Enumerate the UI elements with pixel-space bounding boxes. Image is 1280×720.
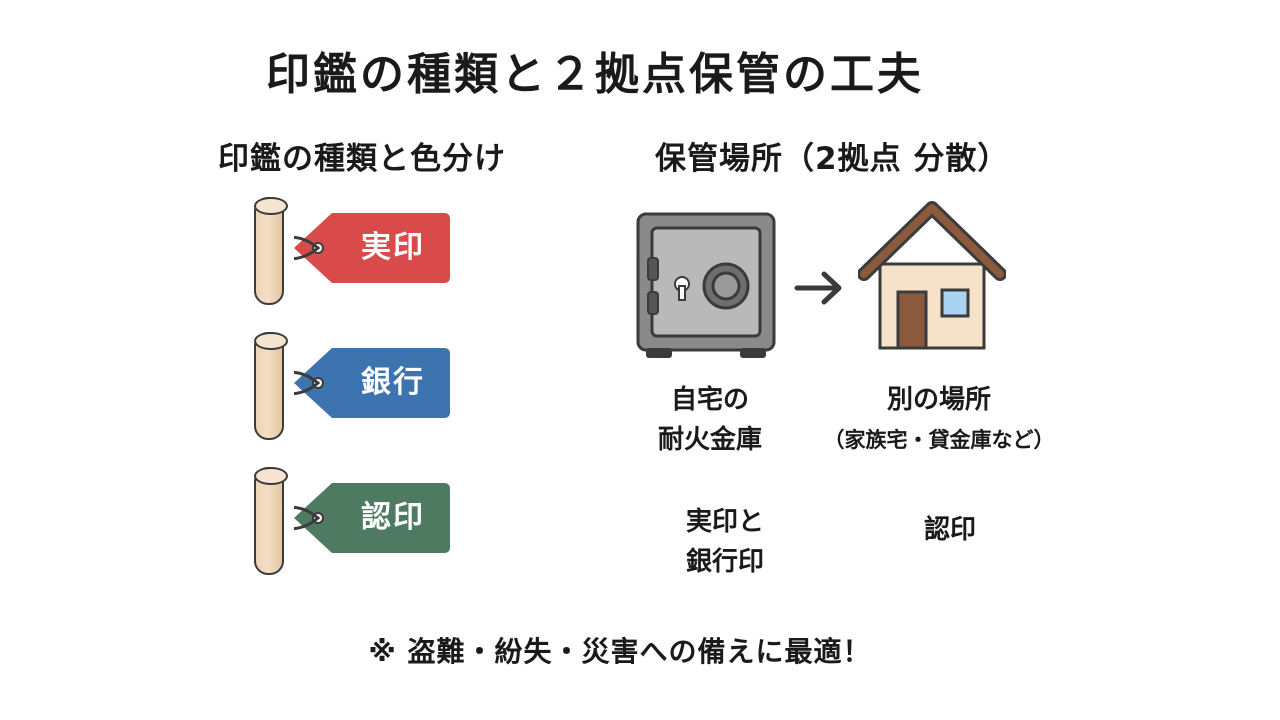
- tag-ginko: 銀行: [294, 346, 454, 420]
- location-a-contents: 実印と 銀行印: [655, 502, 795, 582]
- tag-shape-icon: [294, 213, 450, 283]
- location-b-name: 別の場所: [886, 385, 991, 415]
- tag-mitomein: 認印: [294, 481, 454, 555]
- safe-icon: [636, 212, 776, 358]
- footer-note: ※ 盗難・紛失・災害への備えに最適！: [368, 635, 872, 668]
- seal-stamp-icon: [254, 197, 288, 305]
- location-b-contents: 認印: [923, 515, 976, 545]
- arrow-right-icon: [794, 271, 842, 305]
- house-icon: [858, 201, 1006, 350]
- location-a-name-line2: 耐火金庫: [657, 425, 762, 455]
- location-b-note: （家族宅・貸金庫など）: [823, 428, 1055, 452]
- tag-jitsuin-label: 実印: [361, 230, 425, 265]
- seal-stamp-icon: [254, 332, 288, 440]
- seal-stamp-icon: [254, 467, 288, 575]
- tag-shape-icon: [294, 483, 450, 553]
- tag-ginko-label: 銀行: [361, 365, 425, 400]
- storage-heading: 保管場所（2拠点 分散）: [655, 141, 1010, 177]
- location-a-contents-line1: 実印と: [685, 507, 764, 537]
- tag-mitomein-label: 認印: [361, 500, 425, 535]
- location-a-contents-line2: 銀行印: [685, 547, 764, 577]
- tag-jitsuin: 実印: [294, 211, 454, 285]
- tag-shape-icon: [294, 348, 450, 418]
- page-title: 印鑑の種類と２拠点保管の工夫: [266, 49, 924, 100]
- seal-types-heading: 印鑑の種類と色分け: [218, 141, 506, 177]
- location-a-name-line1: 自宅の: [670, 385, 749, 415]
- location-a-name: 自宅の 耐火金庫: [640, 380, 780, 460]
